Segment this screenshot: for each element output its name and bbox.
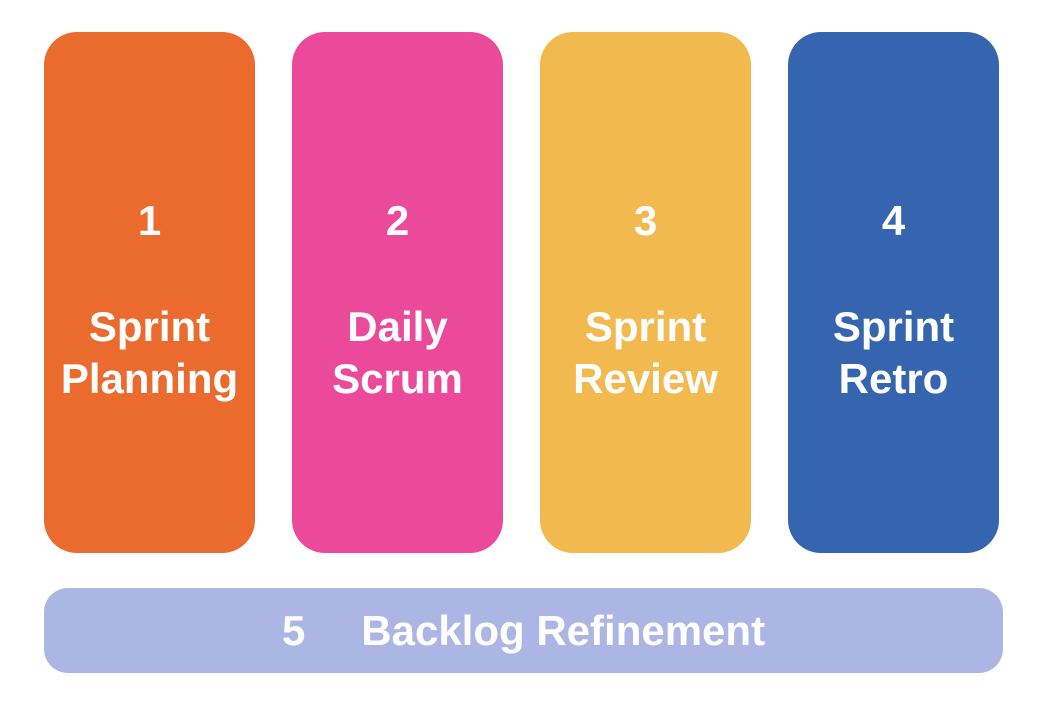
bar-label: Backlog Refinement — [361, 606, 766, 654]
pillar-label: Sprint Review — [573, 303, 718, 402]
bar-backlog-refinement: 5 Backlog Refinement — [44, 588, 1003, 673]
pillar-number: 2 — [385, 197, 410, 244]
pillar-number: 4 — [881, 197, 906, 244]
pillar-sprint-planning: 1 Sprint Planning — [44, 32, 255, 553]
pillar-number: 1 — [137, 197, 162, 244]
pillar-label: Sprint Retro — [832, 303, 955, 402]
bar-number: 5 — [281, 606, 306, 654]
pillar-label: Sprint Planning — [60, 303, 239, 402]
pillar-number: 3 — [633, 197, 658, 244]
pillar-daily-scrum: 2 Daily Scrum — [292, 32, 503, 553]
pillar-sprint-retro: 4 Sprint Retro — [788, 32, 999, 553]
pillar-sprint-review: 3 Sprint Review — [540, 32, 751, 553]
pillar-label: Daily Scrum — [332, 303, 463, 402]
pillar-row: 1 Sprint Planning 2 Daily Scrum 3 Sprint… — [44, 32, 999, 553]
